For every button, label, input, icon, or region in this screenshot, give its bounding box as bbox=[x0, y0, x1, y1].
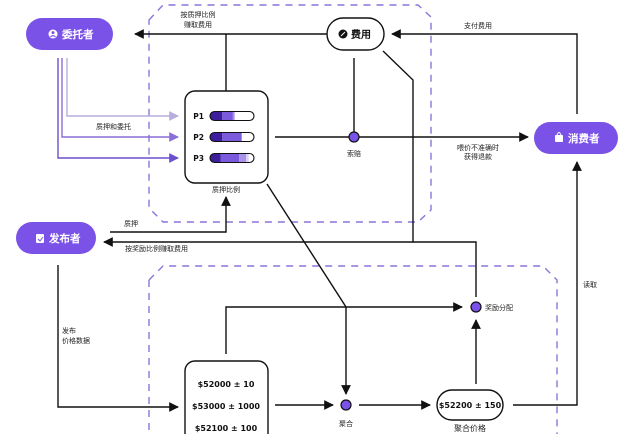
pool-label: P2 bbox=[193, 133, 204, 142]
pool-bar-outline bbox=[209, 110, 255, 122]
refund-label-1: 喂价不准确时 bbox=[457, 143, 499, 152]
price-box bbox=[184, 360, 269, 434]
pool-stake-segment bbox=[222, 132, 242, 142]
claim-label: 索赔 bbox=[347, 149, 361, 158]
pool-bar-outline bbox=[209, 131, 255, 143]
stake-pool-p1: P1 bbox=[193, 110, 255, 122]
claim-dot bbox=[348, 131, 360, 143]
pool-stake-segment bbox=[220, 153, 240, 163]
publisher-stake-arrow bbox=[110, 196, 231, 233]
stake-delegate-label: 质押和委托 bbox=[96, 122, 131, 131]
delegator-label: 委托者 bbox=[61, 28, 94, 41]
stake-pool-p2: P2 bbox=[193, 131, 255, 143]
percent-badge-icon bbox=[338, 29, 348, 39]
consumer-label: 消费者 bbox=[568, 132, 600, 145]
user-circle-icon bbox=[48, 29, 58, 39]
delegate-arrow-p2 bbox=[61, 58, 179, 142]
stake-label: 质押 bbox=[124, 219, 138, 228]
publish-label-1: 发布 bbox=[62, 326, 76, 335]
pool-stake-segment bbox=[210, 132, 223, 142]
read-label: 读取 bbox=[583, 280, 597, 289]
price-value-2: $53000 ± 1000 bbox=[192, 402, 260, 411]
earn-fee-stake-label-2: 赚取费用 bbox=[184, 20, 212, 29]
stake-box-caption: 质押比例 bbox=[212, 185, 240, 194]
publish-price-arrow bbox=[57, 265, 179, 412]
fee-label: 费用 bbox=[351, 28, 371, 41]
fee-node[interactable]: 费用 bbox=[326, 17, 385, 51]
earn-fee-reward-label: 按奖励比例赚取费用 bbox=[125, 244, 188, 253]
pool-stake-segment bbox=[210, 111, 223, 121]
pay-fee-arrow bbox=[391, 29, 578, 114]
delegate-arrow-p3 bbox=[57, 58, 179, 163]
pool-stake-segment bbox=[246, 153, 249, 163]
aggregation-region-boundary bbox=[148, 265, 558, 434]
price-value-1: $52000 ± 10 bbox=[198, 380, 255, 389]
pool-label: P3 bbox=[193, 154, 204, 163]
aggregate-price-caption: 聚合价格 bbox=[454, 423, 486, 433]
pay-fee-label: 支付费用 bbox=[464, 21, 492, 30]
pool-stake-segment bbox=[232, 111, 235, 121]
stake-pool-p3: P3 bbox=[193, 152, 255, 164]
delegator-node[interactable]: 委托者 bbox=[26, 18, 113, 50]
stake-to-aggregate-arrow bbox=[266, 183, 351, 395]
price-value-3: $52100 ± 100 bbox=[195, 424, 258, 433]
reward-dot bbox=[470, 301, 482, 313]
pool-bar-outline bbox=[209, 152, 255, 164]
publish-label-2: 价格数据 bbox=[62, 336, 90, 345]
aggregate-label: 聚合 bbox=[339, 419, 353, 428]
refund-label-2: 获得退款 bbox=[464, 152, 492, 161]
fee-to-reward-line bbox=[382, 50, 477, 297]
delegate-arrow-p1 bbox=[66, 58, 179, 121]
pool-stake-segment bbox=[210, 153, 221, 163]
aggregate-price-value: $52200 ± 150 bbox=[439, 401, 502, 410]
clipboard-icon bbox=[36, 234, 44, 243]
reward-distribution-label: 奖励分配 bbox=[485, 303, 513, 312]
stake-region-boundary bbox=[148, 4, 432, 223]
earn-fee-stake-label-1: 按质押比例 bbox=[181, 10, 216, 19]
pool-label: P1 bbox=[193, 112, 204, 121]
publisher-node[interactable]: 发布者 bbox=[16, 222, 96, 254]
pool-stake-segment bbox=[222, 111, 233, 121]
price-to-reward-arrow bbox=[225, 302, 463, 354]
aggregate-dot bbox=[340, 399, 352, 411]
publisher-label: 发布者 bbox=[48, 232, 81, 245]
pool-stake-segment bbox=[239, 153, 247, 163]
read-arrow bbox=[513, 161, 582, 406]
aggregate-price-pill bbox=[436, 389, 504, 421]
consumer-node[interactable]: 消费者 bbox=[534, 122, 618, 154]
shopping-bag-icon bbox=[555, 132, 563, 142]
